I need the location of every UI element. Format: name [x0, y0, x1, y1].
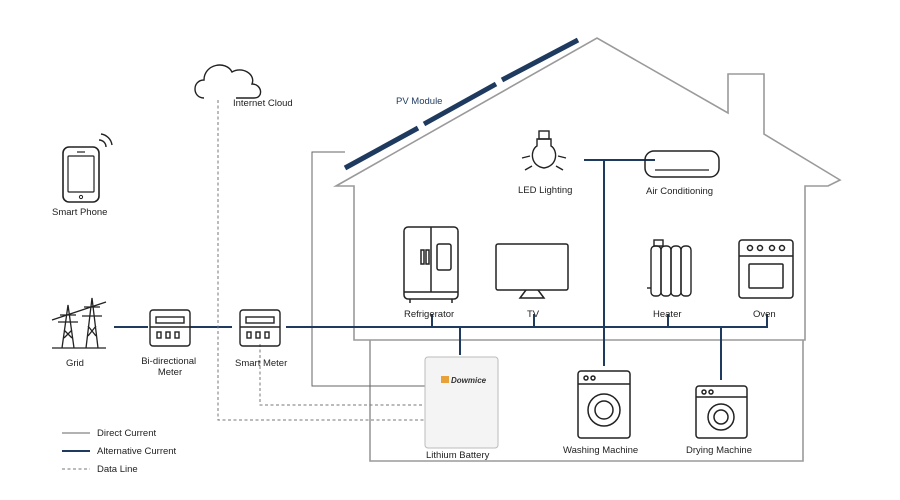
led-light-icon [521, 130, 567, 171]
washing-machine-icon [577, 370, 631, 439]
internet-cloud-label: Internet Cloud [233, 98, 293, 109]
pv-module [343, 37, 580, 171]
legend: Direct Current Alternative Current Data … [62, 428, 177, 475]
tv-icon [495, 243, 569, 299]
oven-label: Oven [753, 309, 776, 320]
bidirectional-meter-icon [149, 309, 191, 347]
refrigerator-label: Refrigerator [404, 309, 454, 320]
drying-machine-icon [695, 385, 748, 439]
led-lighting-label: LED Lighting [518, 185, 572, 196]
lithium-battery-icon: Dowmice [424, 356, 499, 449]
tv-label: TV [527, 309, 540, 320]
refrigerator-icon [403, 226, 459, 303]
legend-data-label: Data Line [97, 464, 138, 475]
legend-ac-label: Alternative Current [97, 446, 177, 457]
grid-tower-icon [51, 297, 107, 349]
drying-machine-label: Drying Machine [686, 445, 752, 456]
bidirectional-meter-label-line2: Meter [158, 367, 182, 378]
bidirectional-meter-label: Bi-directional Meter [141, 356, 199, 378]
pv-module-label: PV Module [396, 96, 442, 107]
cloud-icon [194, 64, 262, 99]
battery-brand-logo: Dowmice [451, 376, 487, 385]
air-conditioning-label: Air Conditioning [646, 186, 713, 197]
battery-label: Lithium Battery [426, 450, 490, 461]
smart-phone-icon [62, 133, 113, 203]
ac-lines [114, 159, 768, 380]
smart-meter-icon [239, 309, 281, 347]
smart-phone-label: Smart Phone [52, 207, 107, 218]
brand-logo-icon [441, 376, 449, 383]
grid-label: Grid [66, 358, 84, 369]
dc-line-pv [311, 151, 425, 387]
heater-icon [647, 239, 692, 297]
heater-label: Heater [653, 309, 682, 320]
air-conditioner-icon [644, 150, 720, 178]
legend-dc-label: Direct Current [97, 428, 156, 439]
data-lines [217, 100, 425, 421]
bidirectional-meter-label-line1: Bi-directional [141, 356, 196, 367]
house-outline [332, 37, 842, 462]
oven-icon [738, 239, 794, 299]
washing-machine-label: Washing Machine [563, 445, 638, 456]
smart-meter-label: Smart Meter [235, 358, 287, 369]
